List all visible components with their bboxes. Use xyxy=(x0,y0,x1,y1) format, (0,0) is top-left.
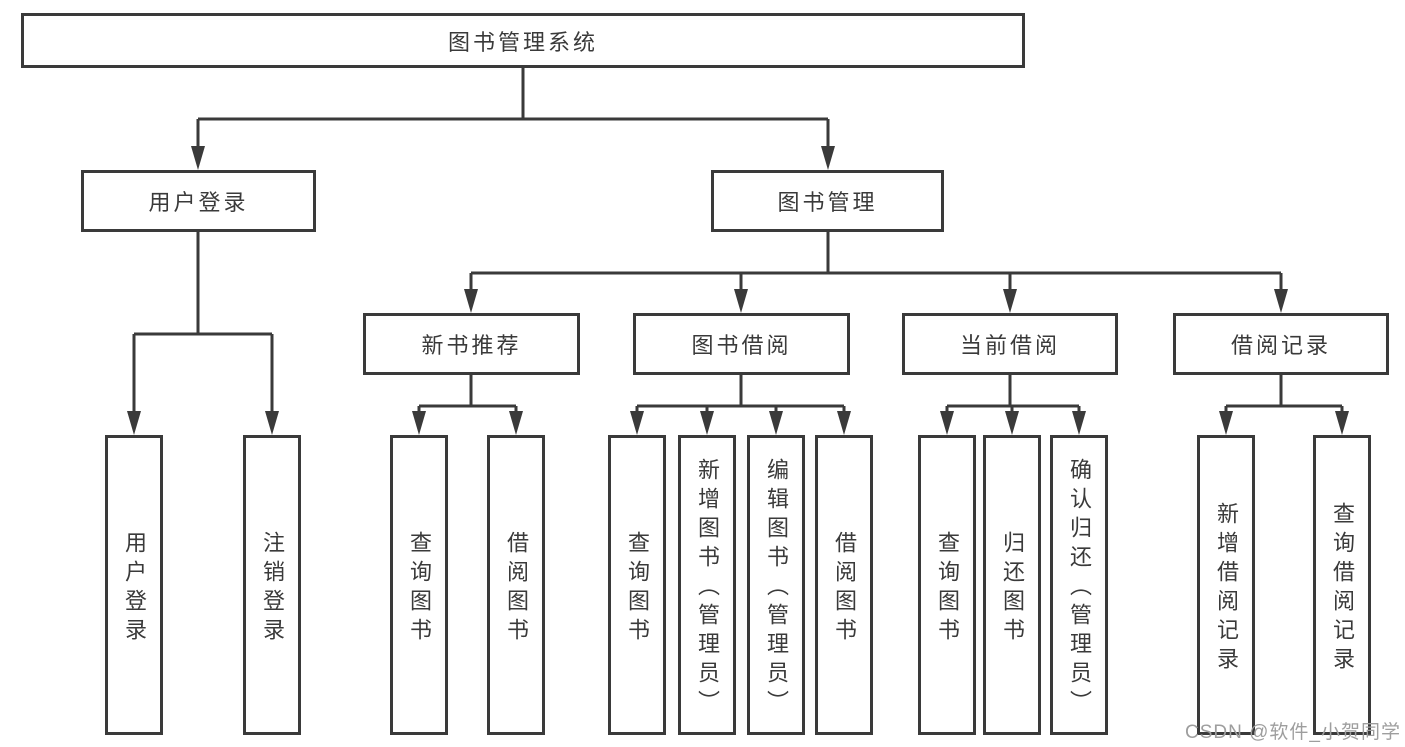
node-current-borrowing: 当前借阅 xyxy=(902,313,1118,375)
node-root: 图书管理系统 xyxy=(21,13,1025,68)
leaf-add-borrow-record: 新增借阅记录 xyxy=(1197,435,1255,735)
leaf-return-books: 归还图书 xyxy=(983,435,1041,735)
node-borrowing-records: 借阅记录 xyxy=(1173,313,1389,375)
vertical-label: 查询借阅记录 xyxy=(1330,501,1355,676)
leaf-query-books-2: 查询图书 xyxy=(608,435,666,735)
arrowheads xyxy=(127,146,1349,435)
leaf-borrow-books-2: 借阅图书 xyxy=(815,435,873,735)
vertical-label: 注销登录 xyxy=(260,530,285,647)
vertical-label: 编辑图书（管理员） xyxy=(764,458,789,719)
vertical-label: 用户登录 xyxy=(122,530,147,647)
vertical-label: 查询图书 xyxy=(625,530,650,647)
leaf-logout-login: 注销登录 xyxy=(243,435,301,735)
vertical-label: 借阅图书 xyxy=(504,530,529,647)
node-book-management: 图书管理 xyxy=(711,170,944,232)
leaf-user-login: 用户登录 xyxy=(105,435,163,735)
node-book-borrowing: 图书借阅 xyxy=(633,313,850,375)
vertical-label: 新增图书（管理员） xyxy=(695,458,720,719)
vertical-label: 新增借阅记录 xyxy=(1214,501,1239,676)
vertical-label: 确认归还（管理员） xyxy=(1067,458,1092,719)
leaf-confirm-return-admin: 确认归还（管理员） xyxy=(1050,435,1108,735)
node-new-book-recommendation: 新书推荐 xyxy=(363,313,580,375)
leaf-borrow-books: 借阅图书 xyxy=(487,435,545,735)
vertical-label: 查询图书 xyxy=(935,530,960,647)
leaf-edit-books-admin: 编辑图书（管理员） xyxy=(747,435,805,735)
leaf-query-books-3: 查询图书 xyxy=(918,435,976,735)
vertical-label: 借阅图书 xyxy=(832,530,857,647)
leaf-query-books: 查询图书 xyxy=(390,435,448,735)
vertical-label: 查询图书 xyxy=(407,530,432,647)
vertical-label: 归还图书 xyxy=(1000,530,1025,647)
leaf-add-books-admin: 新增图书（管理员） xyxy=(678,435,736,735)
watermark: CSDN @软件_小贺同学 xyxy=(1185,722,1401,743)
node-user-login: 用户登录 xyxy=(81,170,316,232)
leaf-query-borrow-record: 查询借阅记录 xyxy=(1313,435,1371,735)
